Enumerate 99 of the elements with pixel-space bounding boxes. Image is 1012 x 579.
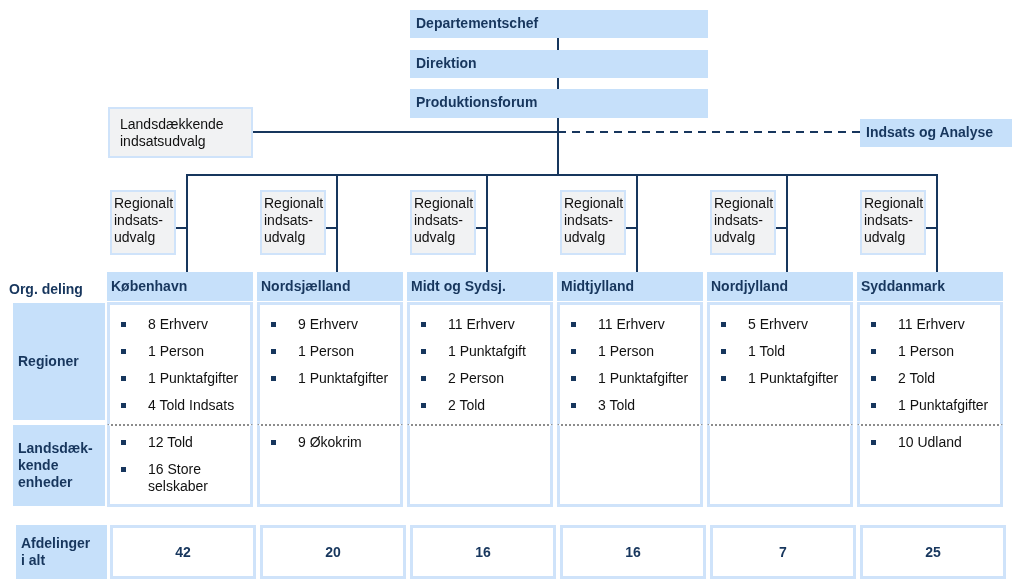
box-title: Direktion: [416, 55, 478, 72]
total-cell: [110, 525, 256, 579]
total-number: 42: [175, 543, 191, 561]
list-item: 1 Punktafgift: [412, 343, 548, 360]
list-panel: [107, 424, 253, 507]
list-item: 1 Punktafgifter: [262, 370, 398, 387]
row-title: Regioner: [18, 353, 79, 370]
list-item: 1 Punktafgifter: [562, 370, 698, 387]
list-item: 1 Punktafgifter: [712, 370, 848, 387]
committee-box: [110, 190, 176, 255]
box-text: Landsdækkende indsatsudvalg: [120, 116, 225, 150]
list-item: 4 Told Indsats: [112, 397, 248, 414]
column-header: [407, 272, 553, 301]
list-item: 10 Udland: [862, 434, 998, 451]
total-number: 16: [475, 543, 491, 561]
row-header: [13, 425, 105, 506]
box-text: Regionalt indsats- udvalg: [564, 195, 622, 246]
list-panel: [107, 302, 253, 424]
empty-panel: [557, 424, 703, 507]
list-item: 1 Person: [562, 343, 698, 360]
committee-box: [108, 107, 253, 158]
list-item: 11 Erhverv: [862, 316, 998, 333]
region-name: Midt og Sydsj.: [411, 278, 507, 295]
row-header: [16, 525, 107, 579]
row-header: [13, 303, 105, 420]
row-title: Afdelinger i alt: [21, 535, 92, 569]
connector-line: [557, 77, 559, 90]
column-header: [257, 272, 403, 301]
list-panel: [257, 302, 403, 424]
committee-box: [260, 190, 326, 255]
total-number: 20: [325, 543, 341, 561]
total-cell: [410, 525, 556, 579]
committee-box: [860, 190, 926, 255]
column-header: [707, 272, 853, 301]
connector-line: [325, 227, 338, 273]
column-header: [557, 272, 703, 301]
connector-line: [925, 227, 938, 273]
box-text: Regionalt indsats- udvalg: [414, 195, 472, 246]
list-item: 9 Erhverv: [262, 316, 398, 333]
connector-line: [557, 37, 559, 51]
list-item: 1 Told: [712, 343, 848, 360]
committee-box: [410, 190, 476, 255]
region-name: Nordsjælland: [261, 278, 352, 295]
committee-box: [710, 190, 776, 255]
list-item: 16 Store selskaber: [112, 461, 248, 495]
box-text: Regionalt indsats- udvalg: [114, 195, 172, 246]
row-title: Org. deling: [9, 281, 83, 297]
list-item: 5 Erhverv: [712, 316, 848, 333]
list-item: 12 Told: [112, 434, 248, 451]
box-title: Produktionsforum: [416, 94, 539, 111]
list-item: 1 Punktafgifter: [112, 370, 248, 387]
list-panel: [557, 302, 703, 424]
list-panel: [857, 424, 1003, 507]
total-cell: [860, 525, 1006, 579]
box-title: Departementschef: [416, 15, 540, 32]
list-item: 2 Person: [412, 370, 548, 387]
region-name: København: [111, 278, 189, 295]
list-item: 1 Person: [112, 343, 248, 360]
list-item: 2 Told: [412, 397, 548, 414]
list-item: 1 Person: [862, 343, 998, 360]
column-header: [107, 272, 253, 301]
list-item: 1 Person: [262, 343, 398, 360]
title-box: [410, 50, 708, 78]
connector-line: [625, 227, 638, 273]
region-name: Syddanmark: [861, 278, 947, 295]
list-item: 3 Told: [562, 397, 698, 414]
list-panel: [257, 424, 403, 507]
region-name: Midtjylland: [561, 278, 636, 295]
list-item: 2 Told: [862, 370, 998, 387]
title-box: [860, 119, 1012, 147]
total-cell: [260, 525, 406, 579]
box-text: Regionalt indsats- udvalg: [714, 195, 772, 246]
box-text: Regionalt indsats- udvalg: [264, 195, 322, 246]
list-item: 1 Punktafgifter: [862, 397, 998, 414]
list-panel: [407, 302, 553, 424]
connector-line: [775, 227, 788, 273]
total-cell: [710, 525, 856, 579]
list-item: 11 Erhverv: [412, 316, 548, 333]
list-panel: [857, 302, 1003, 424]
total-number: 16: [625, 543, 641, 561]
empty-panel: [407, 424, 553, 507]
region-name: Nordjylland: [711, 278, 789, 295]
list-panel: [707, 302, 853, 424]
title-box: [410, 10, 708, 38]
total-cell: [560, 525, 706, 579]
list-item: 9 Økokrim: [262, 434, 398, 451]
list-item: 8 Erhverv: [112, 316, 248, 333]
box-title: Indsats og Analyse: [866, 124, 995, 141]
row-title: Landsdæk- kende enheder: [18, 440, 93, 491]
total-number: 7: [779, 543, 787, 561]
column-header: [857, 272, 1003, 301]
box-text: Regionalt indsats- udvalg: [864, 195, 922, 246]
empty-panel: [707, 424, 853, 507]
total-number: 25: [925, 543, 941, 561]
committee-box: [560, 190, 626, 255]
list-item: 11 Erhverv: [562, 316, 698, 333]
title-box: [410, 89, 708, 118]
connector-line: [175, 227, 188, 273]
connector-line: [475, 227, 488, 273]
